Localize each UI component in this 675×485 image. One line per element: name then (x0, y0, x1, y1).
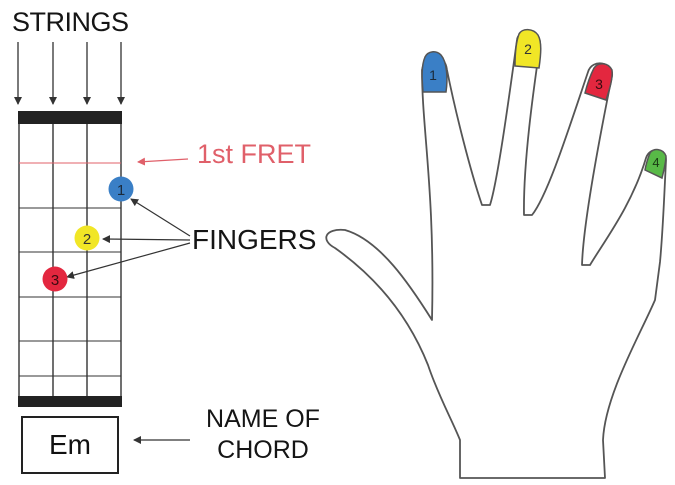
fingers-label: FINGERS (192, 224, 317, 255)
fretboard (18, 111, 122, 407)
hand-illustration (325, 31, 667, 479)
fingertip-4: 4 (644, 148, 667, 180)
fingertip-3: 3 (584, 63, 613, 101)
fingertip-1-number: 1 (429, 67, 437, 83)
name-of-chord-label: NAME OF CHORD (193, 404, 333, 466)
first-fret-label: 1st FRET (197, 139, 312, 169)
finger-arrows (66, 198, 191, 279)
fretboard-finger-3: 3 (42, 266, 68, 292)
finger-dot-2 (74, 225, 100, 251)
fingertip-2: 2 (514, 28, 542, 69)
finger-dot-3-number: 3 (51, 272, 59, 289)
finger-dot-3 (42, 266, 68, 292)
finger-dot-2-number: 2 (83, 231, 91, 248)
finger-arrow-1 (130, 198, 191, 237)
fretboard-nut (18, 111, 122, 124)
hand-outline (325, 31, 667, 479)
fret-lines (19, 207, 121, 377)
fingertip-3-number: 3 (595, 76, 603, 92)
fretboard-finger-2: 2 (74, 225, 100, 251)
first-fret-arrow (137, 157, 189, 166)
finger-dot-1 (108, 176, 134, 202)
fretboard-finger-1: 1 (108, 176, 134, 202)
finger-arrow-2 (102, 235, 191, 244)
fretboard-bottom-bar (18, 396, 122, 407)
strings-label: STRINGS (12, 7, 129, 37)
fingertip-1: 1 (421, 51, 448, 93)
chord-name-box: Em (21, 416, 119, 474)
fingertip-2-number: 2 (524, 41, 532, 57)
fingertip-4-number: 4 (652, 155, 659, 170)
finger-arrow-3 (66, 242, 191, 279)
fretboard-strings (18, 124, 122, 396)
string-arrows (14, 42, 125, 105)
chord-name: Em (49, 429, 91, 460)
finger-dot-1-number: 1 (117, 182, 125, 199)
name-of-chord-line-2: CHORD (217, 436, 309, 464)
name-of-chord-line-1: NAME OF (206, 405, 320, 433)
